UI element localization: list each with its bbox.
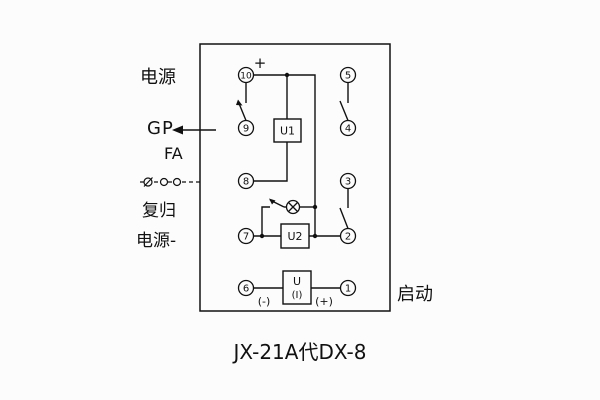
- terminal-4: 4: [339, 119, 357, 137]
- plus-sign: +: [254, 54, 267, 72]
- terminal-10: 10: [237, 66, 255, 84]
- junction-dot: [259, 233, 265, 239]
- terminal-6: 6: [237, 279, 255, 297]
- wire: [261, 206, 270, 236]
- label-power-plus: 电源: [140, 67, 176, 88]
- reset-button-symbol: [140, 177, 200, 187]
- gp-arrow: [172, 125, 216, 135]
- terminal-5-label: 5: [345, 71, 351, 82]
- terminal-9: 9: [237, 119, 255, 137]
- junction-dot: [312, 233, 318, 239]
- terminal-5: 5: [339, 66, 357, 84]
- terminal-1-label: 1: [345, 284, 351, 295]
- terminal-7-label: 7: [243, 232, 249, 243]
- ui-box: [282, 270, 312, 305]
- junction-dot: [312, 204, 318, 210]
- terminal-3-label: 3: [345, 177, 351, 188]
- ui-label-u: U: [293, 275, 301, 288]
- terminal-1: 1: [339, 279, 357, 297]
- wire: [253, 74, 316, 236]
- button-contact-icon: [172, 177, 182, 187]
- contact-lamp: [269, 198, 285, 208]
- terminal-10-label: 10: [240, 72, 252, 82]
- button-slash-icon: [143, 177, 153, 187]
- terminal-4-label: 4: [345, 124, 351, 135]
- terminal-7: 7: [237, 227, 255, 245]
- u2-box: [280, 223, 310, 249]
- terminal-8-label: 8: [243, 177, 249, 188]
- label-fa: FA: [164, 144, 183, 163]
- ui-label-i: (I): [292, 290, 303, 301]
- label-gp: GP: [147, 118, 174, 139]
- lamp-icon: [285, 199, 301, 215]
- terminal-3: 3: [339, 172, 357, 190]
- junction-dot: [284, 72, 290, 78]
- button-contact-icon: [159, 177, 169, 187]
- contact-arrow-icon: [269, 198, 276, 205]
- polarity-neg-label: (-): [258, 295, 271, 308]
- u1-box: [273, 118, 302, 143]
- terminal-9-label: 9: [243, 124, 249, 135]
- u2-label: U2: [287, 230, 302, 243]
- diagram-title: JX-21A代DX-8: [233, 340, 367, 364]
- label-reset: 复归: [142, 201, 176, 221]
- main-box: [199, 43, 391, 312]
- contact-2-3: [339, 188, 349, 229]
- arrow-head-icon: [172, 125, 183, 135]
- terminal-6-label: 6: [243, 284, 249, 295]
- contact-arrow-icon: [236, 99, 243, 106]
- wire: [253, 142, 288, 182]
- contact-9-10: [236, 83, 247, 121]
- label-start: 启动: [397, 284, 433, 305]
- terminal-2-label: 2: [345, 232, 351, 243]
- polarity-pos-label: (+): [315, 295, 333, 308]
- u1-label: U1: [280, 125, 295, 138]
- terminal-2: 2: [339, 227, 357, 245]
- contact-4-5: [339, 83, 349, 121]
- label-power-minus: 电源-: [136, 231, 177, 251]
- terminal-8: 8: [237, 172, 255, 190]
